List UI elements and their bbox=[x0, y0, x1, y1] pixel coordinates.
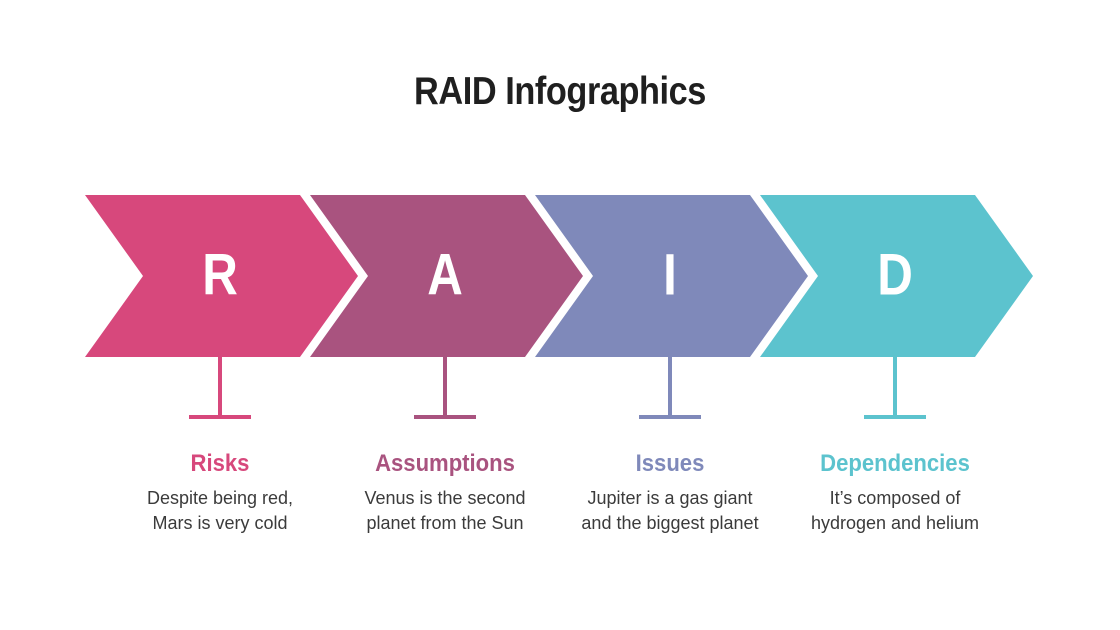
chevron-dependencies bbox=[760, 195, 1033, 357]
step-letter-r: R bbox=[202, 242, 238, 308]
chevron-assumptions bbox=[310, 195, 583, 357]
slide-title: RAID Infographics bbox=[414, 70, 706, 113]
step-heading-dependencies: Dependencies bbox=[820, 450, 970, 477]
step-column-assumptions: Assumptions Venus is the second planet f… bbox=[325, 450, 565, 536]
stem-risks bbox=[189, 357, 251, 419]
chevron-risks bbox=[85, 195, 358, 357]
step-description-issues: Jupiter is a gas giant and the biggest p… bbox=[581, 488, 759, 534]
step-heading-risks: Risks bbox=[190, 450, 250, 477]
stem-issues bbox=[639, 357, 701, 419]
step-description-assumptions: Venus is the second planet from the Sun bbox=[364, 488, 526, 534]
step-letter-i: I bbox=[663, 242, 677, 308]
step-description-dependencies: It’s composed of hydrogen and helium bbox=[810, 488, 980, 534]
chevron-issues bbox=[535, 195, 808, 357]
stem-dependencies bbox=[864, 357, 926, 419]
step-column-risks: Risks Despite being red, Mars is very co… bbox=[100, 450, 340, 536]
step-column-dependencies: Dependencies It’s composed of hydrogen a… bbox=[775, 450, 1015, 536]
step-heading-issues: Issues bbox=[635, 450, 705, 477]
step-letter-d: D bbox=[877, 242, 913, 308]
step-letter-a: A bbox=[427, 242, 463, 308]
step-description-risks: Despite being red, Mars is very cold bbox=[146, 488, 294, 534]
stem-assumptions bbox=[414, 357, 476, 419]
step-heading-assumptions: Assumptions bbox=[375, 450, 515, 477]
step-column-issues: Issues Jupiter is a gas giant and the bi… bbox=[550, 450, 790, 536]
